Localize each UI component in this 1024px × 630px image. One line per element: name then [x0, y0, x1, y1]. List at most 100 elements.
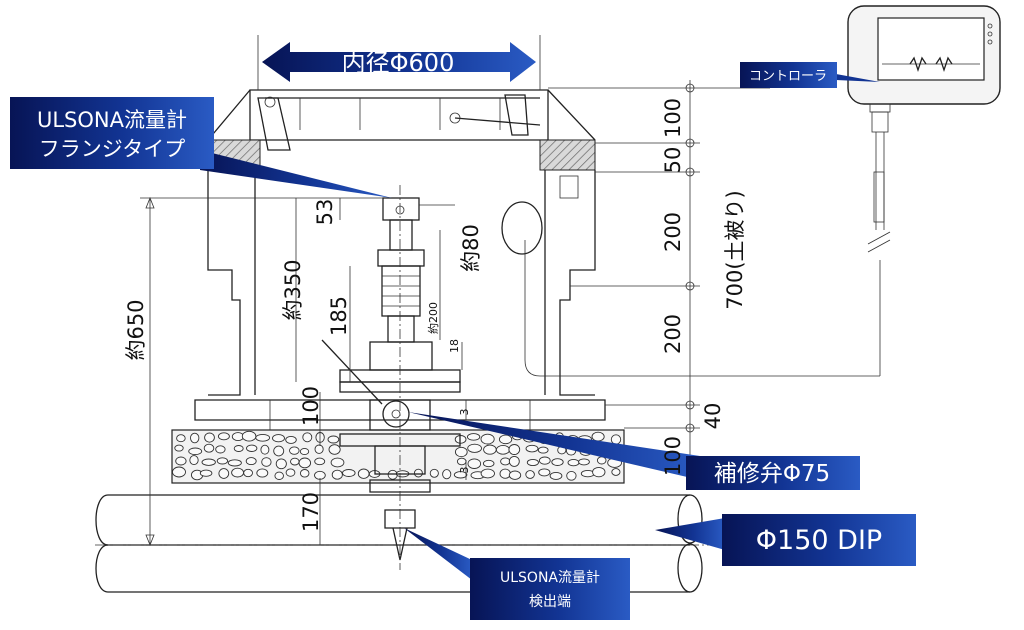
gravel-stone [480, 433, 495, 445]
detector-line1: ULSONA流量計 [500, 570, 600, 586]
dim-53: 53 [313, 199, 337, 226]
dim-170: 170 [299, 492, 323, 532]
gravel-stone [331, 469, 343, 480]
controller-label: コントローラ [749, 69, 827, 84]
dim-200-upper: 200 [661, 212, 685, 252]
gravel-stone [525, 444, 539, 453]
gravel-stone [256, 468, 269, 478]
gravel-stone [174, 444, 184, 452]
gravel-stone [299, 447, 310, 456]
gravel-stone [285, 435, 297, 444]
dim-100-inner: 100 [299, 386, 323, 426]
gravel-stone [201, 458, 216, 466]
gravel-stone [466, 433, 481, 441]
inner-diameter-label: 内径Φ600 [342, 49, 455, 77]
gravel-stone [314, 457, 326, 466]
dim-100-top: 100 [661, 98, 685, 138]
pipe-callout: Φ150 DIP [655, 514, 916, 566]
gravel-stone [203, 443, 215, 453]
gravel-stone [495, 444, 511, 455]
gravel-stone [215, 445, 226, 454]
gravel-stone [611, 468, 621, 476]
gravel-stone [454, 446, 468, 458]
controller-device [524, 5, 1001, 377]
gravel-stone [217, 432, 230, 441]
dim-approx-200: 約200 [426, 302, 440, 334]
gravel-stone [314, 444, 324, 454]
gravel-stone [508, 470, 522, 480]
gravel-stone [190, 432, 200, 444]
gravel-stone [508, 444, 521, 455]
gravel-stone [591, 431, 605, 442]
pipe-label: Φ150 DIP [756, 525, 882, 556]
gravel-stone [592, 466, 606, 478]
detector-line2: 検出端 [529, 594, 571, 610]
gravel-stone [482, 459, 495, 468]
gravel-stone [567, 458, 580, 467]
controller-callout: コントローラ [740, 62, 880, 88]
gravel-stone [189, 455, 199, 466]
flowmeter-assembly [257, 94, 543, 561]
gravel-stone [273, 445, 285, 457]
gravel-stone [387, 469, 398, 480]
gravel-stone [413, 468, 423, 478]
gravel-stone [483, 444, 497, 455]
gravel-stone [231, 467, 245, 478]
gravel-stone [289, 446, 300, 455]
gravel-stone [610, 434, 622, 445]
gravel-stone [302, 432, 313, 443]
dim-185: 185 [327, 296, 351, 336]
gravel-stone [330, 457, 345, 468]
gravel-stone [298, 457, 312, 469]
repair-valve-callout: 補修弁Φ75 [408, 412, 860, 490]
gravel-stone [566, 470, 577, 481]
gravel-stone [260, 444, 270, 455]
left-dimension [140, 196, 383, 547]
gravel-stone [549, 471, 563, 480]
gravel-stone [199, 469, 213, 477]
gravel-stone [429, 468, 439, 478]
dimension-texts: 100 50 200 700(土被り) 200 40 100 約650 約350… [124, 98, 747, 532]
gravel-stone [261, 457, 272, 467]
dim-18: 18 [448, 339, 461, 353]
gravel-stone [175, 456, 187, 466]
right-dimension-chain [548, 80, 770, 480]
gravel-stone [538, 468, 551, 477]
flange-type-line2: フランジタイプ [39, 137, 186, 161]
gravel-stone [275, 458, 287, 470]
gravel-stone [467, 443, 482, 453]
gravel-stone [499, 468, 511, 479]
gravel-stone [255, 433, 271, 442]
flange-type-callout: ULSONA流量計 フランジタイプ [10, 97, 392, 198]
gravel-stone [218, 468, 230, 479]
detector-callout: ULSONA流量計 検出端 [404, 528, 630, 620]
dim-100-bottom: 100 [661, 436, 685, 476]
gravel-stone [357, 468, 370, 479]
gravel-stone [285, 468, 296, 477]
gravel-stone [327, 435, 340, 444]
gravel-stone [299, 469, 310, 478]
dim-approx-350: 約350 [281, 259, 305, 320]
gravel-stone [233, 445, 244, 452]
dim-50: 50 [661, 147, 685, 174]
gravel-stone [442, 469, 452, 480]
dim-3-upper: 3 [458, 409, 471, 416]
dim-200-lower: 200 [661, 314, 685, 354]
gravel-stone [453, 471, 468, 479]
gravel-stone [498, 434, 513, 445]
gravel-stone [480, 468, 495, 479]
gravel-stone [241, 430, 257, 442]
pipe [95, 494, 760, 593]
gravel-stone [551, 458, 564, 466]
gravel-stone [525, 470, 535, 479]
gravel-stone [508, 455, 520, 467]
gravel-stone [246, 444, 258, 452]
gravel-stone [467, 458, 482, 469]
dim-700-cover: 700(土被り) [723, 190, 747, 309]
gravel-stone [596, 456, 607, 465]
gravel-stone [227, 459, 242, 467]
gravel-stone [204, 432, 215, 443]
gravel-stone [526, 458, 539, 467]
dim-40: 40 [701, 403, 725, 430]
